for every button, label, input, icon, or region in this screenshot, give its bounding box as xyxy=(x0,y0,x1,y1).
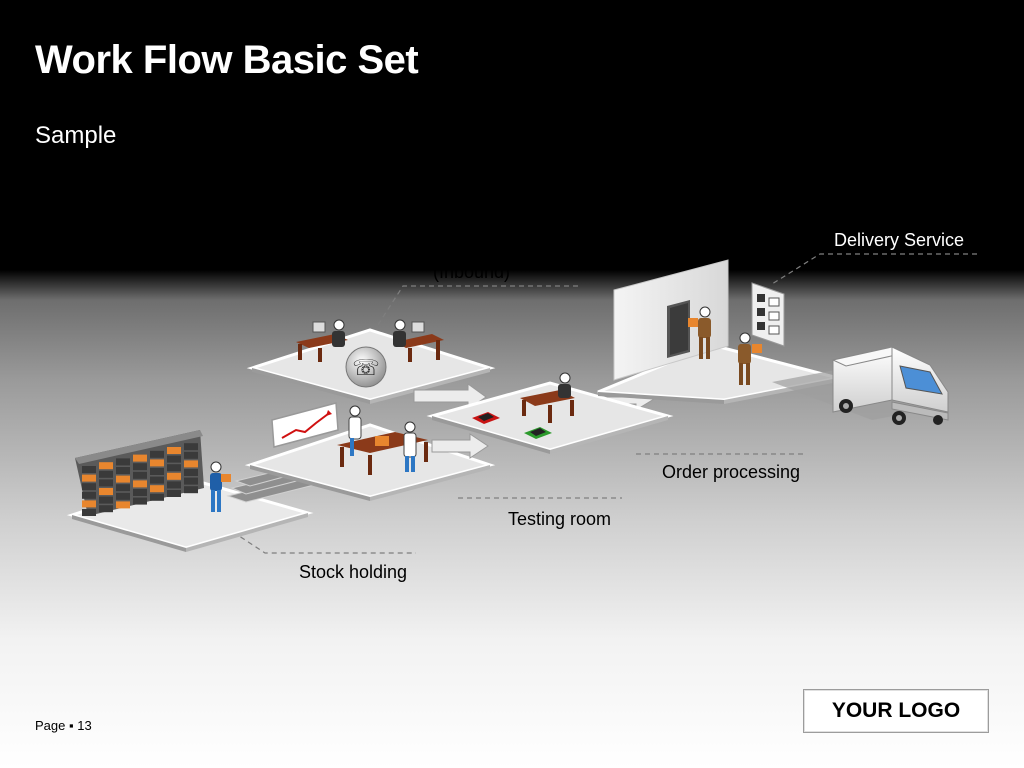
stock-holding-platform xyxy=(66,476,314,552)
page-number: 13 xyxy=(77,718,92,733)
page-separator-icon: ▪ xyxy=(69,718,78,733)
shelf-cell xyxy=(133,489,147,496)
page-label: Page xyxy=(35,718,66,733)
shelf-box xyxy=(150,459,164,467)
shelf-cell xyxy=(150,493,164,501)
shelf-cell xyxy=(82,466,96,473)
shelf-box xyxy=(167,447,181,454)
shelf-cell xyxy=(99,479,113,487)
courier-1-icon xyxy=(688,306,711,359)
shelf-box xyxy=(99,488,113,495)
shelf-cell xyxy=(184,451,198,459)
shelf-cell xyxy=(99,505,113,513)
shelf-cell xyxy=(167,455,181,463)
label-product-ordering-line1: Product ordering xyxy=(433,238,567,258)
delivery-sign xyxy=(751,282,785,347)
shelf-cell xyxy=(82,491,96,499)
lab-worker-left-icon xyxy=(348,405,362,456)
shelf-box xyxy=(82,474,96,482)
shelf-cell xyxy=(116,492,130,500)
shelf-cell xyxy=(133,497,147,505)
red-tray-icon xyxy=(472,412,500,424)
slide-subtitle: Sample xyxy=(35,122,117,149)
ordering-desk-right xyxy=(393,319,444,362)
logo-placeholder: YOUR LOGO xyxy=(803,689,989,733)
courier-2-icon xyxy=(738,332,762,385)
stock-shelf xyxy=(75,430,204,516)
label-testing-room: Testing room xyxy=(508,509,612,529)
slide-title: Work Flow Basic Set xyxy=(35,38,419,82)
shelf-box xyxy=(99,462,113,470)
stock-worker-icon xyxy=(210,461,231,512)
shelf-cell xyxy=(133,471,147,479)
shelf-cell xyxy=(167,490,181,497)
shelf-cell xyxy=(99,496,113,504)
shelf-cell xyxy=(99,470,113,478)
shelf-box xyxy=(133,454,147,462)
shelf-cell xyxy=(116,484,130,492)
shelf-cell xyxy=(150,450,164,458)
label-product-ordering-line2: (Inbound) xyxy=(433,262,511,282)
shelf-cell xyxy=(184,477,198,485)
processing-desk xyxy=(520,372,575,423)
shelf-cell xyxy=(116,467,130,474)
flow-arrows xyxy=(413,383,656,459)
lab-worker-right-icon xyxy=(403,421,417,472)
shelf-cell xyxy=(116,458,130,466)
shelf-box xyxy=(167,472,181,480)
shelf-box xyxy=(133,480,147,488)
green-tray-icon xyxy=(524,427,552,439)
shelf-box xyxy=(184,460,198,468)
shelf-cell xyxy=(184,469,198,476)
shelf-cell xyxy=(150,476,164,484)
shelf-cell xyxy=(150,468,164,475)
shelf-box xyxy=(116,501,130,509)
svg-text:☏: ☏ xyxy=(352,356,380,381)
ordering-desk-left xyxy=(296,319,348,362)
label-order-processing: Order processing xyxy=(662,462,801,482)
shelf-box xyxy=(150,485,164,493)
phone-icon: ☏ xyxy=(345,346,387,388)
shelf-cell xyxy=(82,483,96,491)
shelf-cell xyxy=(184,486,198,494)
shelf-cell xyxy=(167,464,181,472)
delivery-truck-icon xyxy=(831,346,949,425)
label-product-ordering: Product ordering (Inbound) xyxy=(433,236,566,284)
page-footer: Page ▪ 13 xyxy=(35,718,92,733)
shelf-cell xyxy=(82,509,96,516)
shelf-cell xyxy=(167,481,181,489)
label-stock-holding: Stock holding xyxy=(299,562,408,582)
shelf-cell xyxy=(133,463,147,471)
shelf-cell xyxy=(184,443,198,451)
label-delivery-service: Delivery Service xyxy=(834,230,965,250)
chart-board-icon xyxy=(271,402,339,448)
shelf-box xyxy=(82,500,96,508)
shelf-box xyxy=(116,475,130,483)
logo-text: YOUR LOGO xyxy=(831,699,961,722)
leader-lines xyxy=(232,253,977,554)
